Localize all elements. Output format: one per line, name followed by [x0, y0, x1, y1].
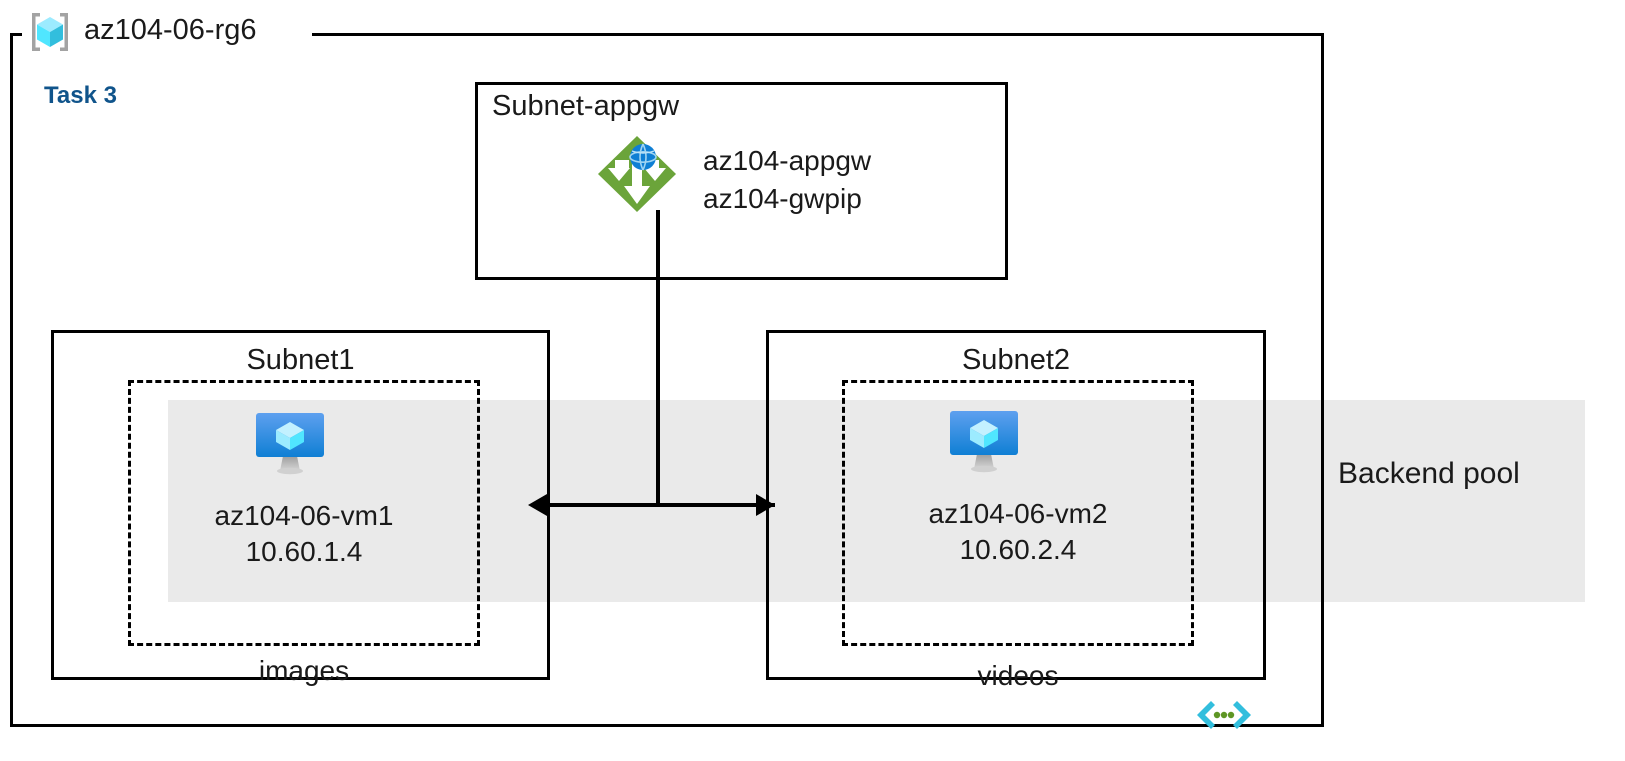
- virtual-machine-icon: [944, 403, 1024, 475]
- subnet-bidirectional-connector: [537, 503, 775, 507]
- vm2-name: az104-06-vm2: [928, 498, 1108, 529]
- appgw-public-ip: az104-gwpip: [703, 183, 862, 214]
- vm2-ip: 10.60.2.4: [959, 534, 1077, 565]
- resource-group-icon: [26, 8, 74, 56]
- subnet-appgw-title: Subnet-appgw: [492, 90, 680, 122]
- virtual-machine-icon: [250, 405, 330, 477]
- code-brackets-icon: [1196, 697, 1252, 733]
- subnet-appgw-box: [475, 82, 1008, 280]
- resource-group-border: [10, 33, 1324, 727]
- subnet2-title: Subnet2: [961, 344, 1071, 376]
- arrow-head-left-icon: [528, 494, 547, 516]
- subnet2-asg-dashed-box: [842, 380, 1194, 646]
- appgw-name: az104-appgw: [703, 145, 872, 176]
- arrow-head-right-icon: [756, 494, 775, 516]
- backend-pool-label: Backend pool: [1338, 457, 1520, 490]
- subnet1-asg-dashed-box: [128, 380, 480, 646]
- task-label: Task 3: [44, 82, 117, 109]
- subnet2-asg-label: videos: [977, 660, 1059, 691]
- resource-group-name: az104-06-rg6: [84, 14, 257, 46]
- subnet1-asg-label: images: [258, 655, 350, 686]
- appgw-vertical-connector: [656, 210, 660, 506]
- vm1-ip: 10.60.1.4: [245, 536, 363, 567]
- vm1-name: az104-06-vm1: [214, 500, 394, 531]
- appgw-resource-labels: az104-appgw az104-gwpip: [703, 142, 871, 218]
- vm2-labels: az104-06-vm2 10.60.2.4: [842, 496, 1194, 568]
- backend-pool-band: [168, 400, 1585, 602]
- subnet1-title: Subnet1: [246, 344, 355, 376]
- vm1-labels: az104-06-vm1 10.60.1.4: [128, 498, 480, 570]
- application-gateway-icon: [596, 134, 678, 214]
- resource-group-title-mask: [22, 16, 312, 52]
